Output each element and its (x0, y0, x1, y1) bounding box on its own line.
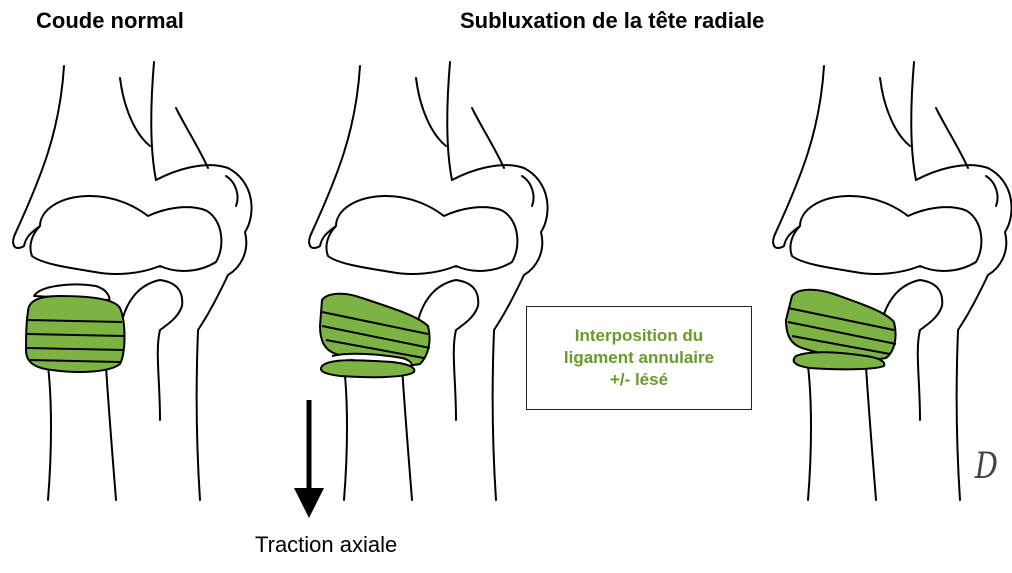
traction-label: Traction axiale (255, 532, 397, 558)
callout-line-1: Interposition du (564, 325, 714, 347)
artist-signature: D (975, 446, 998, 487)
panel-normal-elbow (13, 62, 251, 500)
annular-ligament-interposed (786, 290, 896, 370)
ligament-interposition-callout: Interposition du ligament annulaire +/- … (526, 306, 752, 410)
panel-subluxation-traction (294, 62, 548, 518)
title-normal-elbow: Coude normal (36, 8, 184, 34)
annular-ligament-normal (26, 284, 125, 372)
title-subluxation: Subluxation de la tête radiale (460, 8, 764, 34)
callout-line-3: +/- lésé (564, 369, 714, 391)
panel-subluxation-interposed (773, 62, 1011, 500)
callout-line-2: ligament annulaire (564, 347, 714, 369)
annular-ligament-slipped (320, 294, 430, 377)
down-arrow-icon (294, 400, 324, 518)
